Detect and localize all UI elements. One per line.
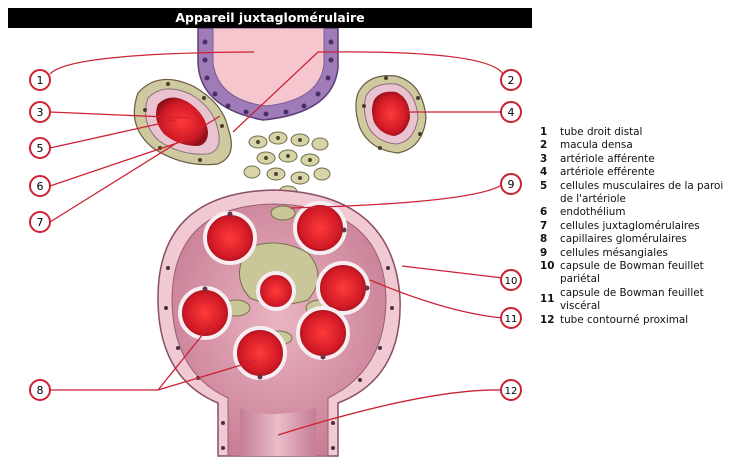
callout-6: 6 <box>30 176 50 196</box>
svg-text:10: 10 <box>505 276 518 287</box>
svg-text:7: 7 <box>37 216 44 229</box>
callout-9: 9 <box>501 174 521 194</box>
svg-text:9: 9 <box>508 178 515 191</box>
svg-text:11: 11 <box>505 314 518 325</box>
callout-2: 2 <box>501 70 521 90</box>
svg-text:3: 3 <box>37 106 44 119</box>
svg-text:8: 8 <box>37 384 44 397</box>
distal-tubule <box>198 28 338 120</box>
callout-3: 3 <box>30 102 50 122</box>
callout-10: 10 <box>501 270 521 290</box>
juxtaglomerular-figure: 1 2 3 4 5 6 7 8 9 10 11 12 Appareil juxt… <box>8 8 532 457</box>
callout-1: 1 <box>30 70 50 90</box>
figure-title: Appareil juxtaglomérulaire <box>8 8 532 28</box>
callout-8: 8 <box>30 380 50 400</box>
svg-text:12: 12 <box>505 386 518 397</box>
svg-text:2: 2 <box>508 74 515 87</box>
diagram-illustration: 1 2 3 4 5 6 7 8 9 10 11 12 <box>8 8 532 457</box>
callout-5: 5 <box>30 138 50 158</box>
svg-text:4: 4 <box>508 106 515 119</box>
svg-text:1: 1 <box>37 74 44 87</box>
callout-4: 4 <box>501 102 521 122</box>
svg-text:6: 6 <box>37 180 44 193</box>
callout-11: 11 <box>501 308 521 328</box>
callout-7: 7 <box>30 212 50 232</box>
svg-text:5: 5 <box>37 142 44 155</box>
efferent-arteriole <box>356 76 426 153</box>
callout-12: 12 <box>501 380 521 400</box>
